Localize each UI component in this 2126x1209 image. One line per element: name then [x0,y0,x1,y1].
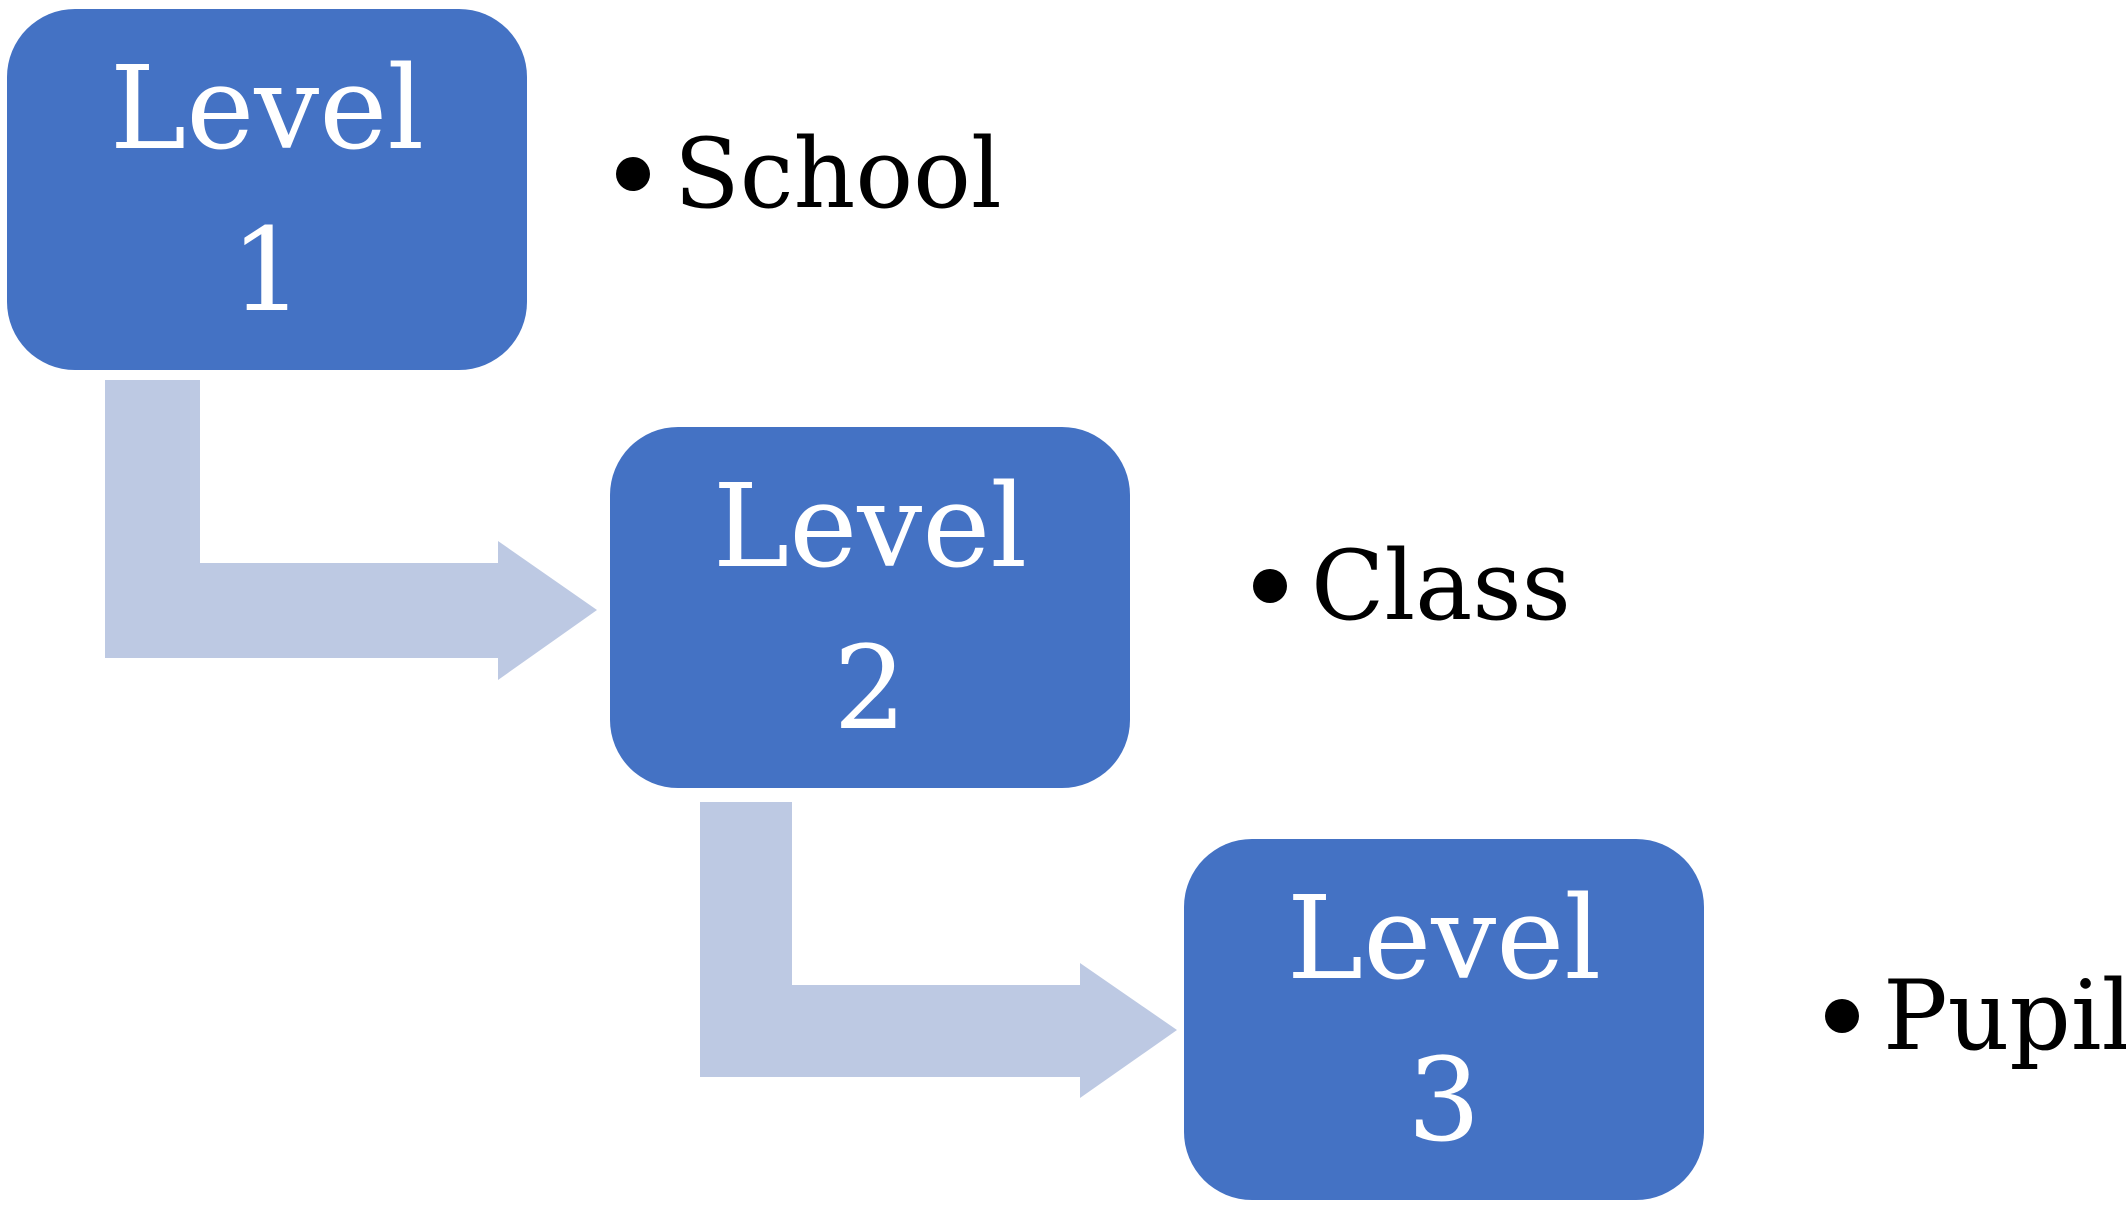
level-1-number: 1 [230,203,304,338]
level-3-label: Level [1286,871,1602,1006]
level-1-item-text: School [674,118,1002,230]
arrow-level-2-to-3 [700,802,1177,1098]
level-3-bullet: Pupil [1825,960,2126,1072]
level-1-bullet: School [616,118,1002,230]
bullet-dot-icon [616,157,650,191]
arrow-level-1-to-2 [105,380,597,680]
bullet-dot-icon [1253,569,1287,603]
level-1-box: Level 1 [7,9,527,370]
level-2-label: Level [712,459,1028,594]
level-2-box: Level 2 [610,427,1130,788]
level-2-number: 2 [833,621,907,756]
bullet-dot-icon [1825,999,1859,1033]
level-2-bullet: Class [1253,530,1571,642]
level-3-item-text: Pupil [1883,960,2126,1072]
level-3-number: 3 [1407,1033,1481,1168]
level-1-label: Level [109,41,425,176]
level-3-box: Level 3 [1184,839,1704,1200]
level-2-item-text: Class [1311,530,1571,642]
